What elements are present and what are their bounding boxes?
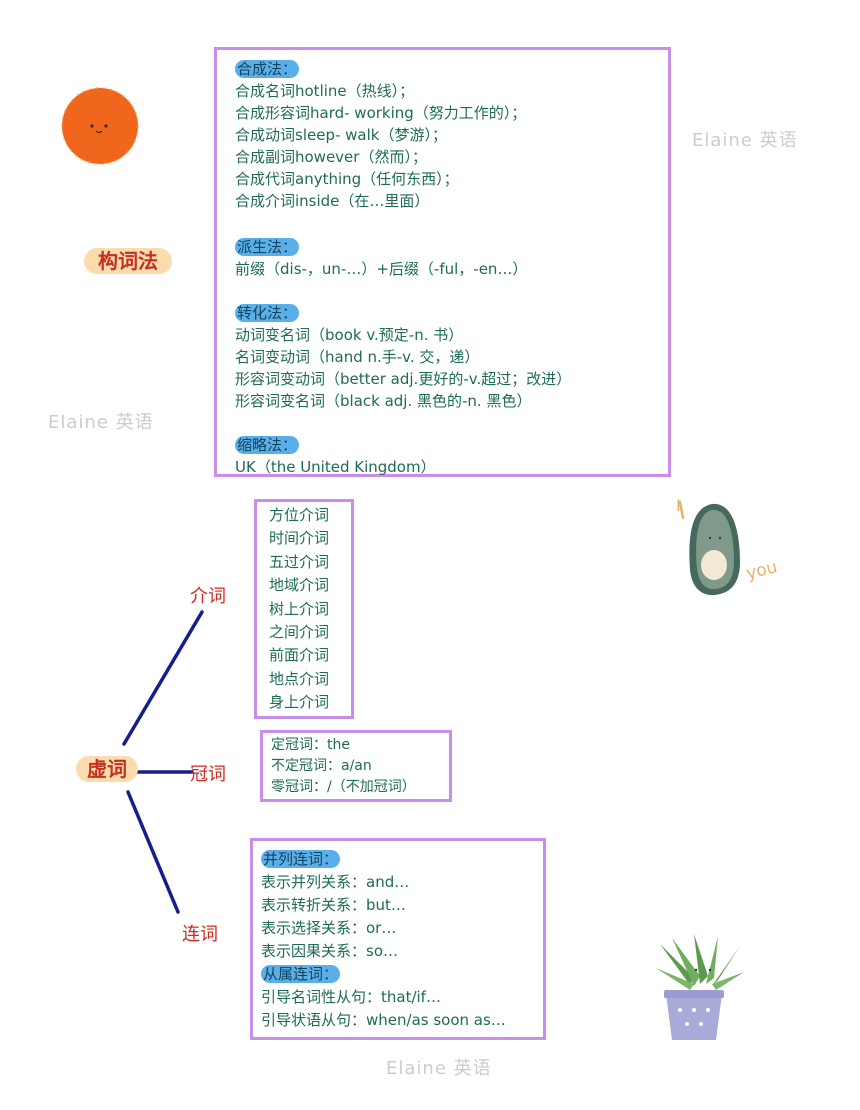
branch-label-articles: 冠词	[190, 764, 226, 785]
list-item: 名词变动词（hand n.手-v. 交，递）	[235, 348, 480, 366]
list-item: 表示并列关系：and…	[261, 873, 410, 891]
list-item: 身上介词	[269, 693, 330, 712]
list-item: 表示转折关系：but…	[261, 896, 406, 914]
section-heading: 派生法：	[235, 238, 300, 256]
list-item: 前面介词	[269, 646, 330, 665]
prepositions-box: 方位介词 时间介词 五过介词 地域介词 树上介词 之间介词 前面介词 地点介词 …	[254, 499, 354, 719]
section-heading: 从属连词：	[261, 965, 341, 983]
section-heading: 并列连词：	[261, 850, 341, 868]
section-heading: 转化法：	[235, 304, 300, 322]
word-formation-label: 构词法	[84, 248, 172, 274]
list-item: 引导状语从句：when/as soon as…	[261, 1011, 506, 1029]
watermark: Elaine 英语	[48, 412, 154, 433]
function-words-label: 虚词	[76, 756, 138, 782]
list-item: 引导名词性从句：that/if…	[261, 988, 441, 1006]
avocado-text-i: I	[676, 496, 682, 515]
conjunctions-box: 并列连词： 表示并列关系：and… 表示转折关系：but… 表示选择关系：or……	[250, 838, 546, 1040]
avocado-text-you: you	[744, 557, 779, 584]
list-item: 合成代词anything（任何东西）；	[235, 170, 459, 188]
sun-icon	[61, 87, 139, 165]
list-item: 动词变名词（book v.预定-n. 书）	[235, 326, 464, 344]
avocado-icon: you	[678, 500, 779, 596]
watermark: Elaine 英语	[386, 1058, 492, 1079]
section-heading: 合成法：	[235, 60, 300, 78]
list-item: 零冠词：/（不加冠词）	[271, 779, 416, 795]
list-item: 五过介词	[269, 552, 330, 571]
list-item: 树上介词	[269, 599, 330, 618]
list-item: 定冠词：the	[271, 737, 350, 753]
cactus-plant-icon	[656, 934, 744, 1040]
branch-label-prepositions: 介词	[190, 586, 226, 607]
list-item: 地域介词	[269, 576, 330, 595]
list-item: 合成名词hotline（热线）；	[235, 82, 415, 100]
list-item: 方位介词	[269, 506, 330, 524]
list-item: 之间介词	[269, 623, 330, 641]
list-item: 形容词变动词（better adj.更好的-v.超过；改进）	[235, 370, 572, 388]
list-item: 合成副词however（然而）；	[235, 148, 427, 166]
list-item: 合成形容词hard- working（努力工作的）；	[235, 104, 527, 122]
branch-label-conjunctions: 连词	[182, 924, 218, 945]
articles-box: 定冠词：the 不定冠词：a/an 零冠词：/（不加冠词）	[260, 730, 452, 802]
list-item: 表示选择关系：or…	[261, 919, 397, 937]
list-item: 形容词变名词（black adj. 黑色的-n. 黑色）	[235, 392, 532, 410]
branch-line-prepositions	[122, 610, 204, 746]
list-item: 合成介词inside（在…里面）	[235, 192, 430, 210]
section-heading: 缩略法：	[235, 436, 300, 454]
list-item: 不定冠词：a/an	[271, 758, 372, 774]
branch-line-conjunctions	[126, 790, 180, 914]
list-item: 地点介词	[269, 669, 330, 688]
word-formation-box: 合成法： 合成名词hotline（热线）； 合成形容词hard- working…	[214, 47, 671, 477]
list-item: 时间介词	[269, 529, 330, 548]
list-item: UK（the United Kingdom）	[235, 458, 436, 476]
list-item: 合成动词sleep- walk（梦游）；	[235, 126, 447, 144]
watermark: Elaine 英语	[692, 130, 798, 151]
list-item: 前缀（dis-，un-…）+后缀（-ful，-en…）	[235, 260, 528, 278]
list-item: 表示因果关系：so…	[261, 942, 398, 960]
